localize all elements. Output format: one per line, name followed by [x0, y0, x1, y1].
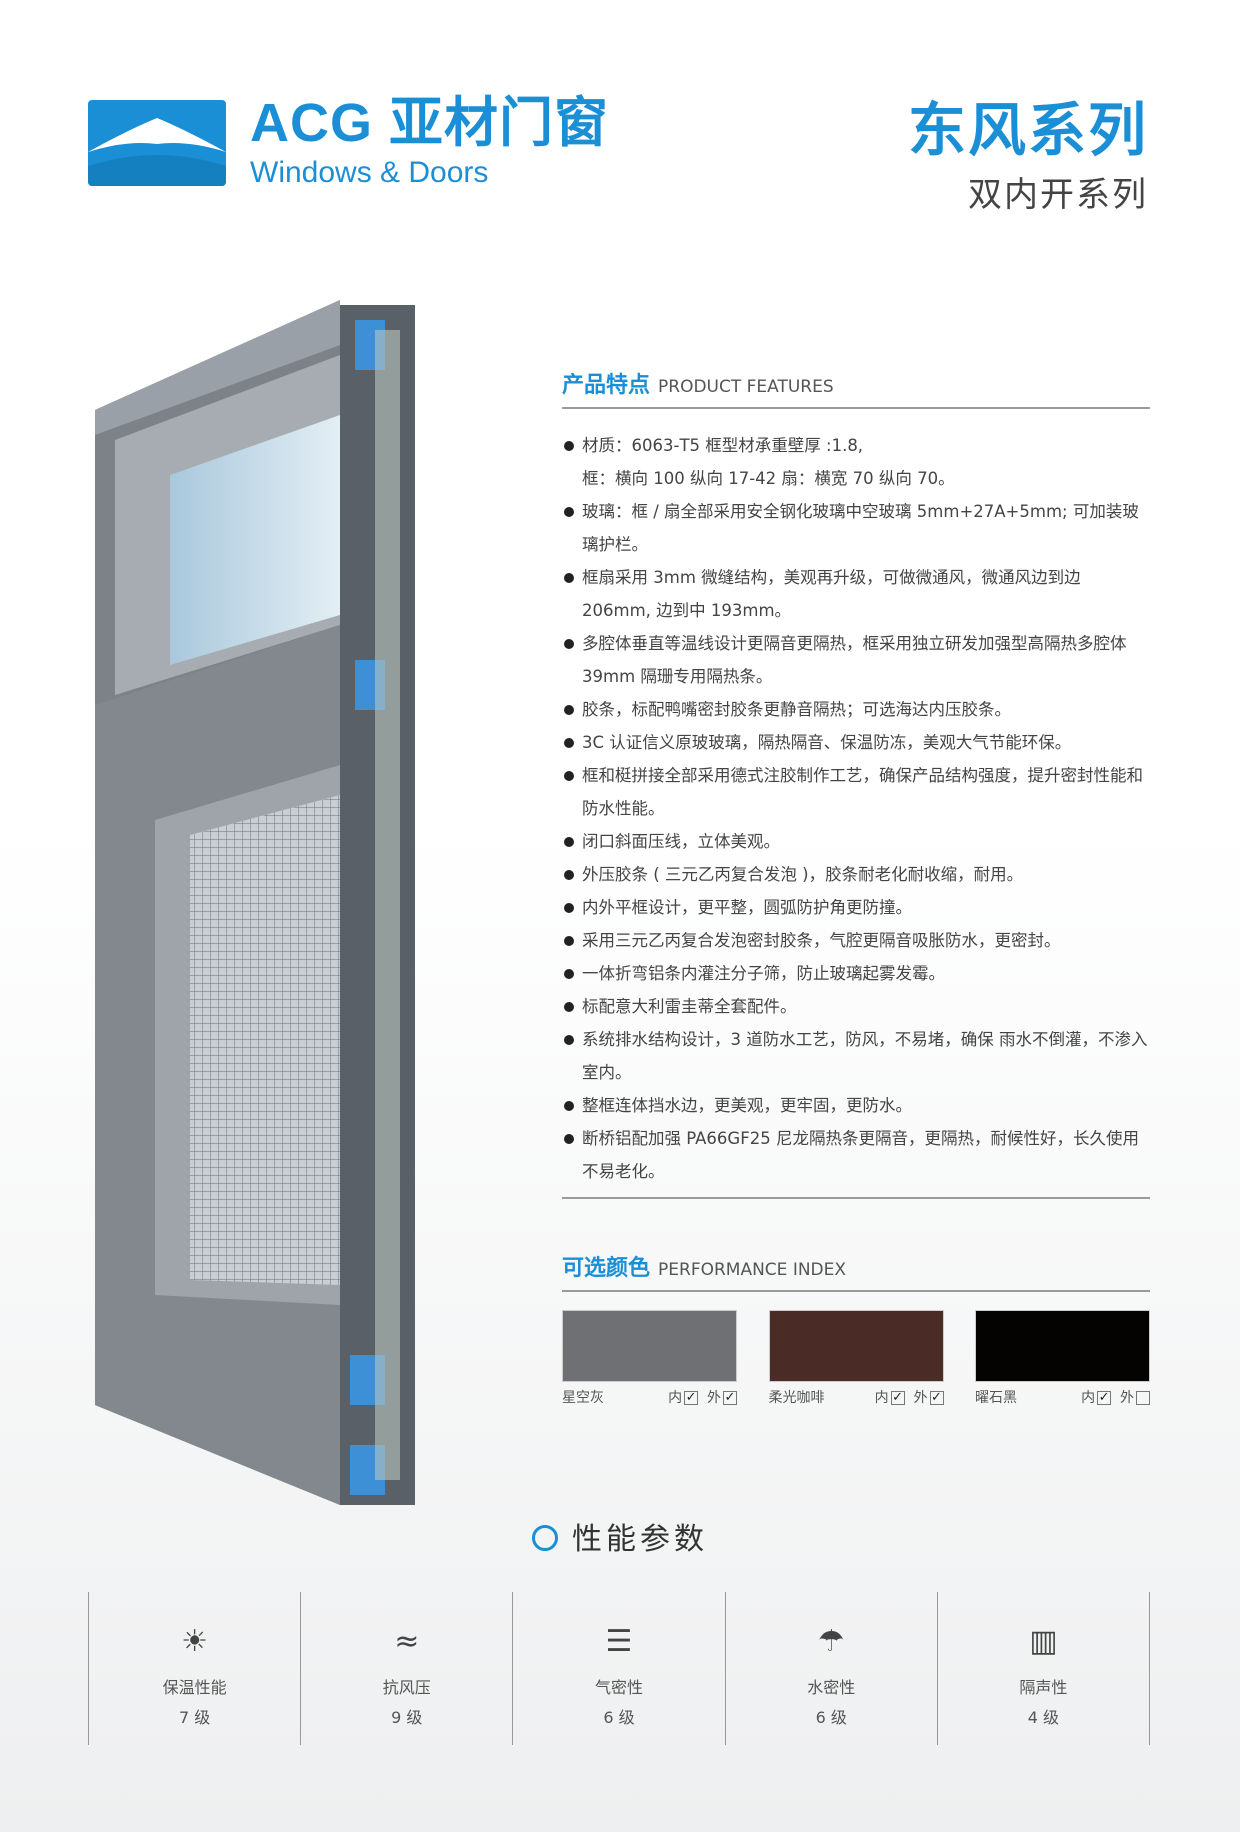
performance-level: 7 级 — [178, 1708, 211, 1727]
inner-checkbox: ✓ — [890, 1390, 905, 1405]
performance-name: 抗风压 — [382, 1678, 431, 1697]
colors-title-en: PERFORMANCE INDEX — [658, 1260, 847, 1280]
feature-item: 胶条，标配鸭嘴密封胶条更静音隔热；可选海达内压胶条。 — [562, 693, 1150, 726]
feature-item: 系统排水结构设计，3 道防水工艺，防风，不易堵，确保 雨水不倒灌，不渗入室内。 — [562, 1023, 1150, 1089]
inner-checkbox: ✓ — [1097, 1390, 1112, 1405]
right-column: 产品特点 PRODUCT FEATURES 材质：6063-T5 框型材承重壁厚 … — [562, 372, 1150, 1408]
color-option: 曜石黑 内✓ 外 — [975, 1310, 1150, 1408]
feature-item: 3C 认证信义原玻玻璃，隔热隔音、保温防冻，美观大气节能环保。 — [562, 726, 1150, 759]
brand-subtitle: Windows & Doors — [250, 156, 489, 189]
inner-label: 内 — [874, 1390, 889, 1406]
performance-level: 6 级 — [603, 1708, 635, 1727]
colors-header: 可选颜色 PERFORMANCE INDEX — [562, 1255, 1150, 1292]
feature-item: 标配意大利雷圭蒂全套配件。 — [562, 990, 1150, 1023]
inner-label: 内 — [668, 1390, 683, 1406]
outer-label: 外 — [707, 1390, 721, 1406]
features-title-en: PRODUCT FEATURES — [658, 377, 834, 397]
feature-item: 外压胶条 ( 三元乙丙复合发泡 )，胶条耐老化耐收缩，耐用。 — [562, 858, 1150, 891]
outer-checkbox — [1136, 1391, 1150, 1405]
feature-item: 多腔体垂直等温线设计更隔音更隔热，框采用独立研发加强型高隔热多腔体 39mm 隔… — [562, 627, 1150, 693]
air-tight-icon: ☰ — [605, 1624, 633, 1659]
divider — [562, 1197, 1150, 1199]
color-name: 星空灰 — [562, 1390, 604, 1406]
feature-item: 玻璃：框 / 扇全部采用安全钢化玻璃中空玻璃 5mm+27A+5mm; 可加装玻… — [562, 495, 1150, 561]
feature-item: 材质：6063-T5 框型材承重壁厚 :1.8, 框：横向 100 纵向 17-… — [562, 429, 1150, 495]
colors-title-cn: 可选颜色 — [562, 1256, 651, 1281]
color-swatch — [975, 1310, 1150, 1382]
feature-item: 框扇采用 3mm 微缝结构，美观再升级，可做微通风，微通风边到边 206mm, … — [562, 561, 1150, 627]
performance-name: 水密性 — [807, 1678, 856, 1697]
outer-label: 外 — [913, 1390, 928, 1406]
page-subtitle: 双内开系列 — [968, 175, 1148, 215]
outer-checkbox: ✓ — [723, 1390, 737, 1405]
performance-name: 保温性能 — [162, 1678, 227, 1697]
performance-item: ▥ 隔声性 4 级 — [938, 1592, 1151, 1745]
performance-name: 隔声性 — [1019, 1678, 1068, 1697]
performance-item: ≈ 抗风压 9 级 — [301, 1592, 514, 1745]
feature-item: 断桥铝配加强 PA66GF25 尼龙隔热条更隔音，更隔热，耐候性好，长久使用不易… — [562, 1122, 1150, 1188]
performance-item: ☂ 水密性 6 级 — [726, 1592, 938, 1745]
performance-title: 性能参数 — [0, 1520, 1240, 1560]
feature-item: 一体折弯铝条内灌注分子筛，防止玻璃起雾发霉。 — [562, 957, 1150, 990]
performance-level: 9 级 — [391, 1708, 423, 1727]
feature-item: 内外平框设计，更平整，圆弧防护角更防撞。 — [562, 891, 1150, 924]
performance-item: ☰ 气密性 6 级 — [513, 1592, 726, 1745]
color-swatch — [768, 1310, 944, 1382]
outer-checkbox: ✓ — [929, 1390, 944, 1405]
wind-pressure-icon: ≈ — [394, 1624, 420, 1659]
color-name: 柔光咖啡 — [768, 1390, 825, 1406]
color-swatch — [562, 1310, 737, 1382]
color-option: 柔光咖啡 内✓ 外✓ — [768, 1310, 944, 1408]
window-profile-image — [95, 300, 415, 1505]
performance-name: 气密性 — [595, 1678, 644, 1697]
feature-item: 闭口斜面压线，立体美观。 — [562, 825, 1150, 858]
performance-grid: ☀ 保温性能 7 级 ≈ 抗风压 9 级 ☰ 气密性 6 级 ☂ 水密性 6 级 ▥ 隔声性 4 级 — [88, 1592, 1151, 1745]
performance-level: 4 级 — [1027, 1708, 1060, 1727]
feature-item: 采用三元乙丙复合发泡密封胶条，气腔更隔音吸胀防水，更密封。 — [562, 924, 1150, 957]
inner-checkbox: ✓ — [684, 1390, 699, 1405]
color-options: 星空灰 内✓ 外✓ 柔光咖啡 内✓ 外✓ 曜石黑 内✓ 外 — [562, 1310, 1150, 1408]
circle-icon — [532, 1524, 558, 1551]
sound-icon: ▥ — [1029, 1624, 1058, 1659]
feature-item: 框和梃拼接全部采用德式注胶制作工艺，确保产品结构强度，提升密封性能和防水性能。 — [562, 759, 1150, 825]
page-title: 东风系列 — [907, 96, 1148, 164]
performance-title-text: 性能参数 — [572, 1522, 708, 1557]
color-name: 曜石黑 — [975, 1390, 1017, 1406]
color-option: 星空灰 内✓ 外✓ — [562, 1310, 737, 1408]
inner-label: 内 — [1081, 1390, 1096, 1406]
features-list: 材质：6063-T5 框型材承重壁厚 :1.8, 框：横向 100 纵向 17-… — [562, 429, 1150, 1191]
thermal-icon: ☀ — [181, 1624, 209, 1659]
feature-item: 整框连体挡水边，更美观，更牢固，更防水。 — [562, 1089, 1150, 1122]
performance-level: 6 级 — [815, 1708, 847, 1727]
performance-item: ☀ 保温性能 7 级 — [89, 1592, 302, 1745]
features-header: 产品特点 PRODUCT FEATURES — [562, 372, 1150, 409]
umbrella-rain-icon: ☂ — [817, 1624, 845, 1659]
brand-logo-icon — [88, 100, 226, 186]
outer-label: 外 — [1120, 1390, 1134, 1406]
brand-name: ACG 亚材门窗 — [250, 93, 609, 153]
features-title-cn: 产品特点 — [562, 373, 651, 398]
